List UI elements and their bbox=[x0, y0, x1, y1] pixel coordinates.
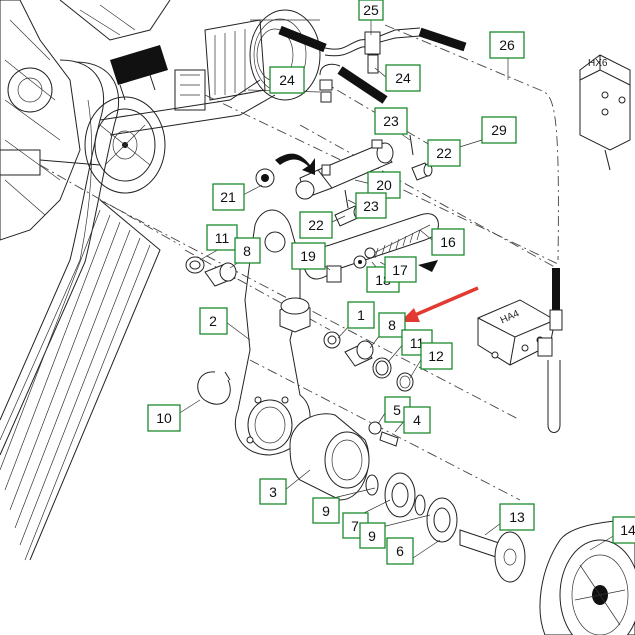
callout-14: 14 bbox=[612, 516, 635, 544]
callout-22-upper-text: 22 bbox=[436, 145, 452, 161]
callout-23-upper-text: 23 bbox=[383, 113, 399, 129]
callout-17-text: 17 bbox=[392, 262, 408, 278]
callout-24-left: 24 bbox=[269, 66, 305, 94]
shaft bbox=[459, 529, 526, 583]
roller bbox=[539, 519, 635, 635]
indicator-arrow bbox=[400, 286, 479, 322]
valve-block-hx6-label: HX6 bbox=[588, 58, 608, 69]
callout-11-left: 11 bbox=[206, 224, 238, 251]
callout-4: 4 bbox=[403, 406, 431, 434]
valve-block-ha4: HA4 bbox=[477, 268, 563, 433]
drive-belt bbox=[0, 59, 276, 561]
callout-8-left-text: 8 bbox=[243, 243, 251, 259]
callout-12-text: 12 bbox=[428, 348, 444, 364]
hub-housing bbox=[289, 413, 370, 501]
callout-8-right-text: 8 bbox=[388, 317, 396, 333]
callout-19-text: 19 bbox=[300, 248, 316, 264]
callout-23-upper: 23 bbox=[374, 107, 408, 135]
callout-25-text: 25 bbox=[363, 2, 379, 18]
tension-arm bbox=[234, 209, 311, 456]
callout-6-text: 6 bbox=[396, 543, 404, 559]
callout-19: 19 bbox=[291, 242, 326, 270]
callout-24-right-text: 24 bbox=[395, 70, 411, 86]
callout-6: 6 bbox=[386, 537, 414, 565]
callout-29-text: 29 bbox=[491, 122, 507, 138]
callout-21: 21 bbox=[212, 183, 245, 211]
callout-29: 29 bbox=[481, 116, 517, 144]
callout-24-right: 24 bbox=[385, 64, 421, 92]
callout-12: 12 bbox=[420, 342, 453, 370]
callout-9-right: 9 bbox=[359, 522, 386, 549]
callout-8-left: 8 bbox=[234, 237, 261, 264]
callout-16: 16 bbox=[431, 228, 465, 256]
bushing-right bbox=[323, 331, 414, 392]
valve-block-hx6: HX6 bbox=[579, 54, 631, 171]
callout-11-left-text: 11 bbox=[215, 230, 230, 246]
callout-2: 2 bbox=[199, 307, 228, 335]
callout-2-text: 2 bbox=[209, 313, 217, 329]
callout-25: 25 bbox=[358, 0, 384, 21]
callout-10-text: 10 bbox=[156, 410, 172, 426]
callout-16-text: 16 bbox=[440, 234, 456, 250]
bushing-left bbox=[185, 256, 237, 287]
callout-23-lower: 23 bbox=[355, 192, 387, 219]
callout-17: 17 bbox=[384, 256, 417, 283]
control-box bbox=[110, 45, 206, 111]
callout-13-text: 13 bbox=[509, 509, 525, 525]
bearing-set bbox=[365, 472, 458, 543]
callout-26: 26 bbox=[489, 31, 525, 59]
callout-10: 10 bbox=[147, 404, 181, 432]
callout-7-text: 7 bbox=[351, 518, 359, 534]
hydraulic-hoses bbox=[278, 25, 467, 104]
callout-4-text: 4 bbox=[413, 412, 421, 428]
callout-9-left: 9 bbox=[312, 497, 340, 524]
callout-21-text: 21 bbox=[220, 189, 236, 205]
sensor bbox=[255, 153, 315, 188]
direction-arrow bbox=[418, 260, 438, 272]
callout-14-text: 14 bbox=[620, 522, 635, 538]
callout-1: 1 bbox=[347, 301, 375, 329]
axis-lines bbox=[39, 24, 561, 501]
callout-22-upper: 22 bbox=[427, 139, 461, 167]
callout-3-text: 3 bbox=[269, 484, 277, 500]
machine-frame bbox=[0, 0, 171, 241]
split-pin bbox=[409, 134, 414, 156]
callout-9-right-text: 9 bbox=[368, 528, 376, 544]
callout-8-right: 8 bbox=[378, 312, 406, 338]
callout-20-text: 20 bbox=[376, 177, 392, 193]
callout-5-text: 5 bbox=[393, 402, 401, 418]
callout-22-lower: 22 bbox=[299, 211, 333, 239]
callout-1-text: 1 bbox=[357, 307, 365, 323]
hydraulic-cylinder bbox=[295, 139, 394, 200]
circlip bbox=[197, 371, 231, 405]
callout-13: 13 bbox=[499, 503, 535, 531]
callout-23-lower-text: 23 bbox=[363, 198, 379, 214]
callout-22-lower-text: 22 bbox=[308, 217, 324, 233]
bolt-washer bbox=[368, 421, 399, 447]
callout-9-left-text: 9 bbox=[322, 503, 330, 519]
callout-26-text: 26 bbox=[499, 37, 515, 53]
callout-3: 3 bbox=[259, 478, 287, 505]
split-pin-lower bbox=[344, 189, 349, 209]
main-pulley bbox=[84, 96, 166, 194]
callout-24-left-text: 24 bbox=[279, 72, 295, 88]
